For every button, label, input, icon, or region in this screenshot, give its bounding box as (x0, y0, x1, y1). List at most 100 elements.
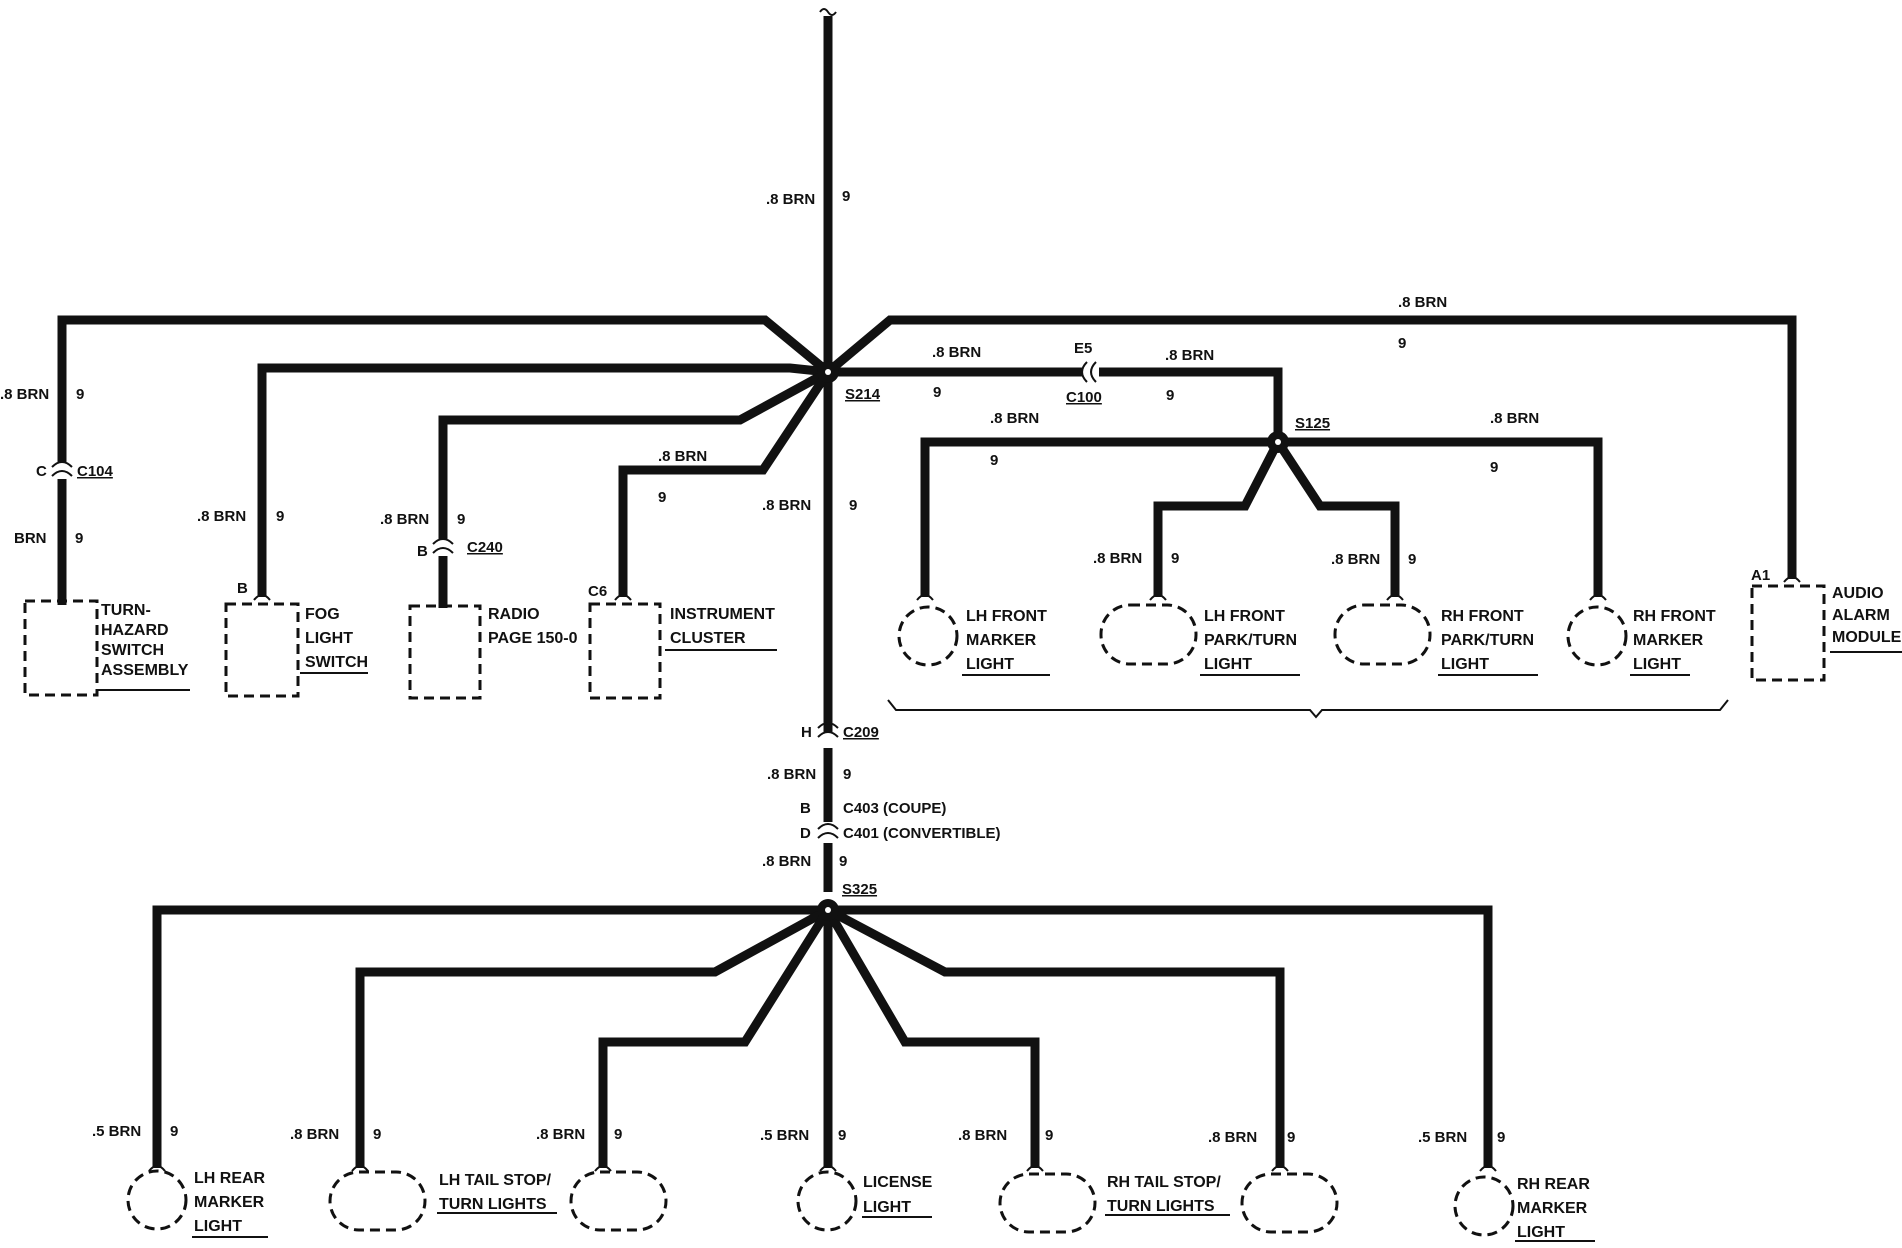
label-radio-wire: .8 BRN (380, 511, 429, 528)
label-rh-rear-marker-wire: .5 BRN (1418, 1129, 1467, 1146)
label-lh-park-circuit: 9 (1171, 550, 1179, 567)
splice-s325-dot (825, 907, 831, 913)
label-above-s325-wire: .8 BRN (762, 853, 811, 870)
label-rh-tail1-circuit: 9 (1045, 1127, 1053, 1144)
label-s125: S125 (1295, 415, 1330, 432)
wires (57, 8, 1797, 1168)
wire-lh-tail2 (598, 907, 832, 1168)
wire-break-symbol (819, 8, 837, 16)
terminal-rh-rear-marker (1479, 1165, 1497, 1172)
terminal-lh-front-park (1149, 594, 1167, 601)
label-fog-wire: .8 BRN (197, 508, 246, 525)
lh-tail-light-2 (569, 1170, 668, 1232)
wire-fog-switch (257, 363, 829, 597)
lh-tail-light-1 (328, 1170, 427, 1232)
label-c100-pin: E5 (1074, 340, 1092, 357)
wire-lh-front-marker (920, 437, 1278, 597)
label-c100-left-wire: .8 BRN (932, 344, 981, 361)
wire-to-s125 (828, 367, 1283, 442)
label-c401-pin: D (800, 825, 811, 842)
label-s125-right-wire: .8 BRN (1490, 410, 1539, 427)
wire-lh-front-park (1153, 439, 1282, 597)
label-audio-wire: .8 BRN (1398, 294, 1447, 311)
c401-symbol (817, 823, 839, 839)
label-turn-hazard-lower-circuit: 9 (75, 530, 83, 547)
label-lh-rear-marker-wire: .5 BRN (92, 1123, 141, 1140)
wire-audio-alarm (825, 315, 1797, 579)
label-fog-pin: B (237, 580, 248, 597)
label-rh-park-wire: .8 BRN (1331, 551, 1380, 568)
c100-symbol (1081, 361, 1097, 383)
terminal-audio (1783, 576, 1801, 583)
c209-symbol (817, 722, 839, 738)
components (23, 584, 1826, 1237)
label-s325: S325 (842, 881, 877, 898)
label-c403-pin: B (800, 800, 811, 817)
component-label-rules (98, 649, 1902, 1242)
rh-tail-light-1 (998, 1172, 1097, 1234)
label-instrument-wire: .8 BRN (658, 448, 707, 465)
label-below-c209-wire: .8 BRN (767, 766, 816, 783)
rh-tail-light-2 (1240, 1172, 1339, 1234)
label-lh-park-wire: .8 BRN (1093, 550, 1142, 567)
terminal-rh-tail1 (1026, 1165, 1044, 1172)
label-c240-pin: B (417, 543, 428, 560)
terminal-lh-rear-marker (148, 1165, 166, 1172)
terminal-lh-front-marker (916, 594, 934, 601)
c104-symbol (51, 461, 73, 477)
label-c209-pin: H (801, 724, 812, 741)
label-instrument-pin: C6 (588, 583, 607, 600)
terminal-rh-front-park (1386, 594, 1404, 601)
lh-tail-name: LH TAIL STOP/TURN LIGHTS (439, 1172, 552, 1213)
label-c209: C209 (843, 724, 879, 741)
terminal-instrument (614, 594, 632, 601)
label-c100-left-circuit: 9 (933, 384, 941, 401)
wire-lh-tail1 (355, 906, 831, 1168)
rh-front-park-light (1333, 603, 1432, 666)
wire-rh-rear-marker (828, 905, 1493, 1168)
label-rh-rear-marker-circuit: 9 (1497, 1129, 1505, 1146)
label-lh-rear-marker-circuit: 9 (170, 1123, 178, 1140)
id-labels: S214 S125 S325 C C104 B C240 E5 C100 H C… (36, 340, 1770, 898)
splices (817, 361, 1289, 921)
label-c100-right-circuit: 9 (1166, 387, 1174, 404)
label-s125-right-circuit: 9 (1490, 459, 1498, 476)
label-trunk-mid-wire: .8 BRN (762, 497, 811, 514)
label-lh-tail2-wire: .8 BRN (536, 1126, 585, 1143)
label-rh-tail2-wire: .8 BRN (1208, 1129, 1257, 1146)
label-s214: S214 (845, 386, 881, 403)
terminal-rh-front-marker (1589, 594, 1607, 601)
label-c403: C403 (COUPE) (843, 800, 946, 817)
label-lh-tail1-circuit: 9 (373, 1126, 381, 1143)
label-audio-pin: A1 (1751, 567, 1770, 584)
label-audio-circuit: 9 (1398, 335, 1406, 352)
splice-s214-dot (825, 369, 831, 375)
wire-rh-front-park (1274, 439, 1400, 597)
wire-lh-rear-marker (152, 905, 828, 1168)
c240-symbol (432, 538, 454, 554)
label-lh-tail1-wire: .8 BRN (290, 1126, 339, 1143)
label-radio-circuit: 9 (457, 511, 465, 528)
terminal-rh-tail2 (1271, 1165, 1289, 1172)
rh-front-marker-light (1566, 605, 1628, 667)
rh-rear-marker-light (1453, 1175, 1515, 1237)
label-turn-hazard-upper-wire: .8 BRN (0, 386, 49, 403)
terminal-lh-tail1 (351, 1165, 369, 1172)
label-rh-tail2-circuit: 9 (1287, 1129, 1295, 1146)
terminal-license (819, 1165, 837, 1172)
wire-radio (438, 368, 831, 608)
radio-box (408, 604, 482, 700)
wire-labels: .8 BRN 9 .8 BRN 9 .8 BRN 9 .8 BRN 9 .8 B… (0, 188, 1539, 1146)
label-trunk-mid-circuit: 9 (849, 497, 857, 514)
label-turn-hazard-lower-wire: BRN (14, 530, 47, 547)
